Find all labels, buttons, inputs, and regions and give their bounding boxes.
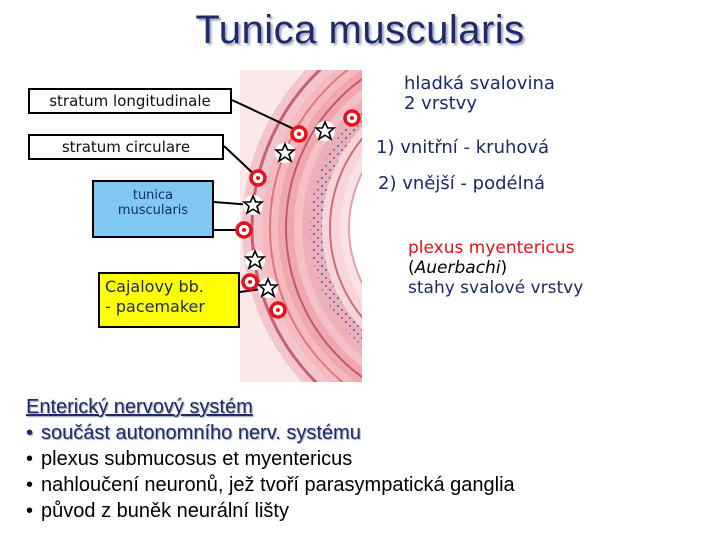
label-cajal-cells: Cajalovy bb. - pacemaker <box>98 272 240 328</box>
plexus-line1: plexus myentericus <box>408 238 575 258</box>
pointer-longitudinale <box>231 99 297 131</box>
label-cajal-line1: Cajalovy bb. <box>105 277 204 296</box>
red-ring-icon <box>241 273 259 291</box>
label-cajal-line2: - pacemaker <box>105 297 205 316</box>
black-star-icon <box>314 120 336 142</box>
black-star-icon <box>242 194 264 216</box>
black-star-icon <box>257 277 279 299</box>
black-star-icon <box>274 142 296 164</box>
inner-layer-note: 1) vnitřní - kruhová <box>376 138 549 158</box>
label-stratum-longitudinale: stratum longitudinale <box>28 88 232 114</box>
outer-layer-note: 2) vnější - podélná <box>378 174 545 194</box>
list-item: plexus submucosus et myentericus <box>26 446 515 472</box>
red-ring-icon <box>235 221 253 239</box>
list-item: součást autonomního nerv. systému <box>26 420 515 446</box>
list-item: nahloučení neuronů, jež tvoří parasympat… <box>26 472 515 498</box>
red-ring-icon <box>290 125 308 143</box>
smooth-muscle-note: hladká svalovina 2 vrstvy <box>404 74 555 114</box>
label-stratum-circulare-text: stratum circulare <box>61 138 191 156</box>
bullet-list: součást autonomního nerv. systému plexus… <box>26 420 515 524</box>
slide-title: Tunica muscularis <box>195 8 525 52</box>
plexus-line3: stahy svalové vrstvy <box>408 278 584 298</box>
red-ring-icon <box>343 109 361 127</box>
plexus-note: plexus myentericus (Auerbachi) stahy sva… <box>408 238 583 298</box>
tissue-section <box>240 70 368 382</box>
plexus-line2: (Auerbachi) <box>408 258 508 278</box>
black-star-icon <box>244 249 266 271</box>
smooth-muscle-line1: hladká svalovina <box>404 73 555 94</box>
enteric-nervous-system-section: Enterický nervový systém součást autonom… <box>26 394 515 524</box>
list-item: původ z buněk neurální lišty <box>26 498 515 524</box>
smooth-muscle-line2: 2 vrstvy <box>404 93 477 114</box>
inner-layer-text: 1) vnitřní - kruhová <box>376 137 550 158</box>
section-heading: Enterický nervový systém <box>26 396 253 418</box>
label-stratum-circulare: stratum circulare <box>28 134 224 160</box>
outer-layer-text: 2) vnější - podélná <box>378 173 546 194</box>
label-tunica-line1: tunica <box>132 188 174 203</box>
label-tunica-line2: muscularis <box>117 203 189 218</box>
red-ring-icon <box>269 301 287 319</box>
label-tunica-muscularis: tunica muscularis <box>92 180 214 238</box>
red-ring-icon <box>249 169 267 187</box>
label-stratum-longitudinale-text: stratum longitudinale <box>49 92 211 110</box>
